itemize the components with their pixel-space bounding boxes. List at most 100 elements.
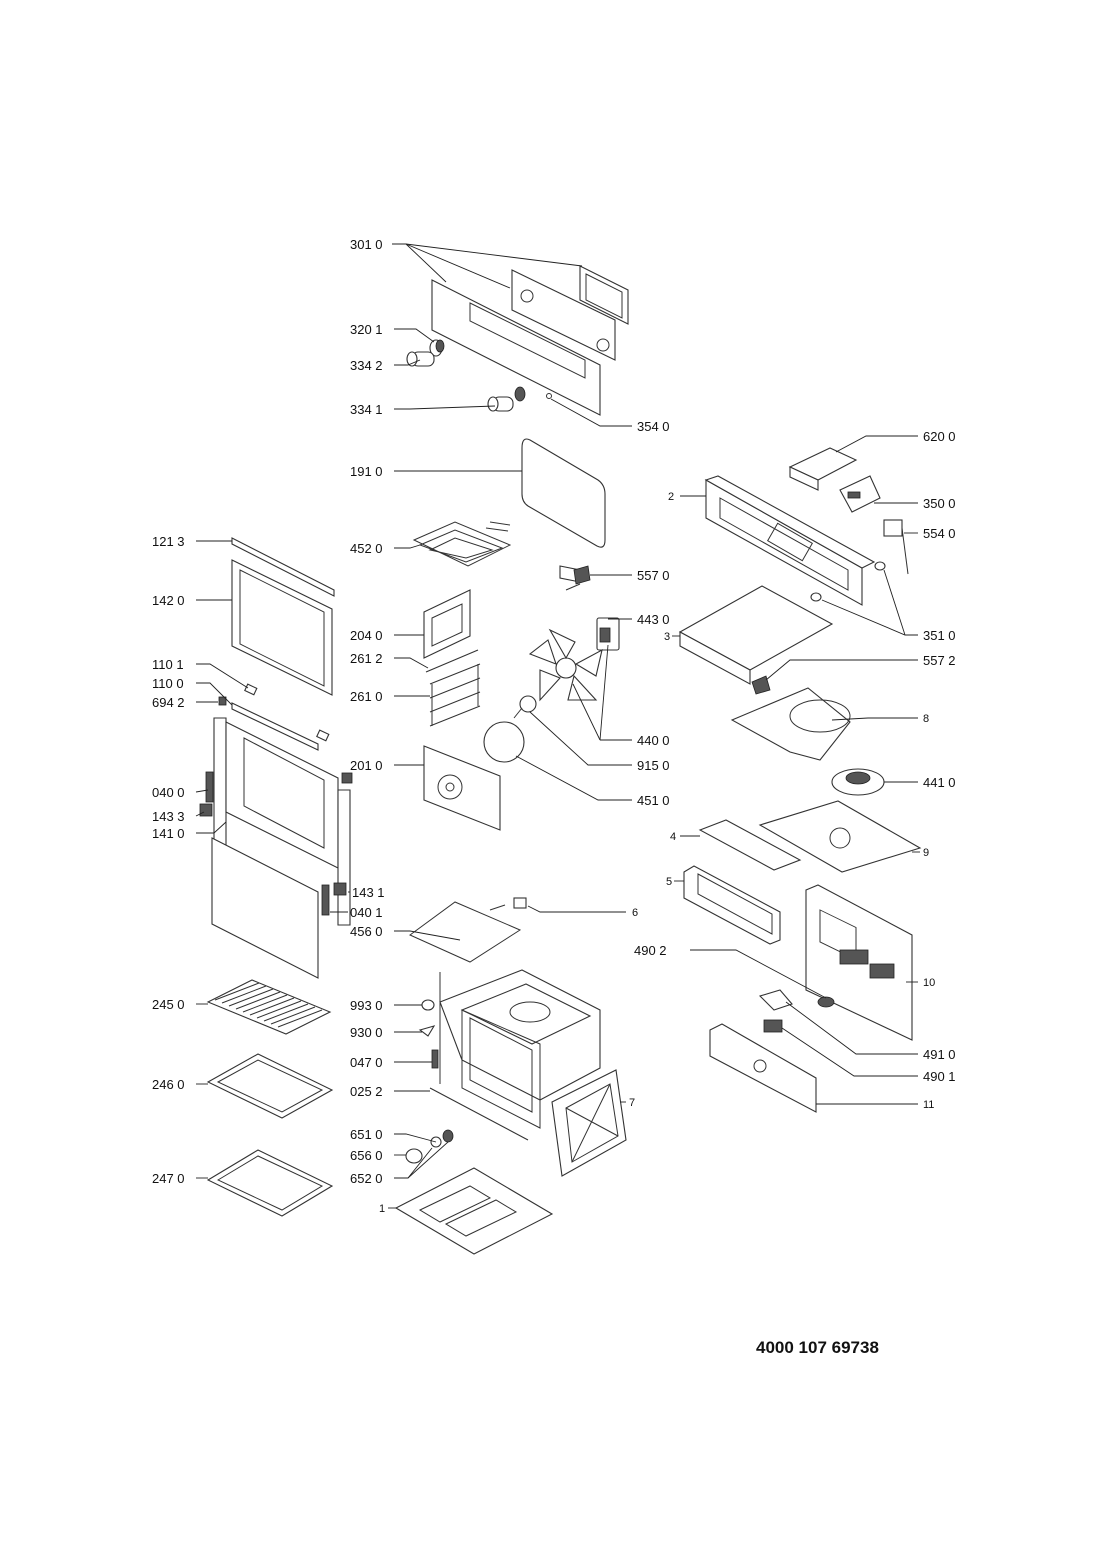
- door-spacer-110-1: [244, 683, 258, 696]
- label-456-0: 456 0: [350, 924, 383, 939]
- label-915-0: 915 0: [637, 758, 670, 773]
- label-651-0: 651 0: [350, 1127, 383, 1142]
- terminal-491-0: [758, 989, 793, 1011]
- label-047-0: 047 0: [350, 1055, 383, 1070]
- label-246-0: 246 0: [152, 1077, 185, 1092]
- label-8: 8: [923, 713, 929, 725]
- thermostat-557-2: [751, 675, 771, 695]
- label-1: 1: [379, 1203, 385, 1215]
- label-121-3: 121 3: [152, 534, 185, 549]
- label-440-0: 440 0: [637, 733, 670, 748]
- side-panel-7: [551, 1069, 627, 1177]
- rear-fan-cover: [423, 745, 501, 831]
- display-frame: [579, 265, 629, 325]
- label-3: 3: [664, 631, 670, 643]
- electronic-timer: [839, 475, 881, 513]
- label-201-0: 201 0: [350, 758, 383, 773]
- label-191-0: 191 0: [350, 464, 383, 479]
- label-652-0: 652 0: [350, 1171, 383, 1186]
- label-11: 11: [923, 1099, 934, 1111]
- clip-930-0: [418, 1025, 436, 1037]
- label-334-1: 334 1: [350, 402, 383, 417]
- label-141-0: 141 0: [152, 826, 185, 841]
- label-025-2: 025 2: [350, 1084, 383, 1099]
- trim-025-2: [429, 1087, 529, 1141]
- label-10: 10: [923, 977, 935, 989]
- door-hinge-040-0: [205, 771, 214, 803]
- bracket-6: [513, 897, 527, 909]
- convection-fan-blade: [528, 628, 603, 702]
- fan-housing: [730, 687, 851, 761]
- lamp-993-0: [421, 999, 435, 1011]
- knob-490-2: [817, 996, 835, 1008]
- label-040-1: 040 1: [350, 905, 383, 920]
- label-040-0: 040 0: [152, 785, 185, 800]
- label-350-0: 350 0: [923, 496, 956, 511]
- insulation-strip: [698, 819, 802, 871]
- top-cover-plate: [758, 800, 922, 873]
- wiring-connector-620-0: [788, 447, 858, 491]
- label-557-2: 557 2: [923, 653, 956, 668]
- door-clip-694-2: [218, 696, 227, 706]
- label-7: 7: [629, 1097, 635, 1109]
- label-441-0: 441 0: [923, 775, 956, 790]
- label-557-0: 557 0: [637, 568, 670, 583]
- label-204-0: 204 0: [350, 628, 383, 643]
- label-261-0: 261 0: [350, 689, 383, 704]
- label-2: 2: [668, 491, 674, 503]
- label-354-0: 354 0: [637, 419, 670, 434]
- bottom-plate: [394, 1167, 554, 1255]
- label-5: 5: [666, 876, 672, 888]
- door-seal: [521, 438, 606, 548]
- seal-047-0: [431, 1049, 439, 1069]
- baking-tray-246-0: [206, 1053, 334, 1119]
- baking-tray-247-0: [206, 1149, 334, 1217]
- thermostat-bracket: [559, 565, 591, 591]
- wire-shelf: [206, 979, 332, 1035]
- document-number: 4000 107 69738: [756, 1338, 879, 1357]
- label-247-0: 247 0: [152, 1171, 185, 1186]
- label-993-0: 993 0: [350, 998, 383, 1013]
- lamp-glass-651-0: [442, 1129, 454, 1143]
- label-930-0: 930 0: [350, 1025, 383, 1040]
- label-6: 6: [632, 907, 638, 919]
- lamp-cover-656-0: [405, 1148, 423, 1164]
- shelf-rail: [425, 649, 479, 673]
- label-143-1: 143 1: [352, 885, 385, 900]
- label-320-1: 320 1: [350, 322, 383, 337]
- outer-door-glass: [231, 559, 333, 696]
- component-490-1: [763, 1019, 783, 1033]
- control-panel-plate: [511, 269, 616, 361]
- tangential-fan: [831, 768, 885, 796]
- knob-320-1: [429, 339, 445, 357]
- label-110-0: 110 0: [152, 676, 184, 691]
- terminal-block-554-0: [883, 519, 909, 575]
- label-9: 9: [923, 847, 929, 859]
- side-bracket: [683, 865, 781, 945]
- label-351-0: 351 0: [923, 628, 956, 643]
- label-143-3: 143 3: [152, 809, 185, 824]
- label-656-0: 656 0: [350, 1148, 383, 1163]
- label-4: 4: [670, 831, 676, 843]
- control-panel-group: [406, 265, 629, 416]
- hinge-cover-143-3: [199, 803, 213, 817]
- rear-panel: [805, 884, 913, 1041]
- hinge-cover-143-1: [333, 882, 347, 896]
- label-490-2: 490 2: [634, 943, 667, 958]
- circular-heating-element: [483, 721, 525, 763]
- label-452-0: 452 0: [350, 541, 383, 556]
- inner-door-glass: [211, 837, 319, 979]
- cooling-fan-motor: [596, 617, 620, 651]
- electronics-board-11: [709, 1023, 817, 1113]
- label-142-0: 142 0: [152, 593, 185, 608]
- door-bottom-trim: [231, 702, 319, 751]
- shelf-support-frame: [423, 589, 471, 659]
- label-491-0: 491 0: [923, 1047, 956, 1062]
- door-hinge-040-1: [321, 884, 330, 916]
- label-334-2: 334 2: [350, 358, 383, 373]
- grill-heating-element: [412, 521, 512, 567]
- label-261-2: 261 2: [350, 651, 383, 666]
- label-301-0: 301 0: [350, 237, 383, 252]
